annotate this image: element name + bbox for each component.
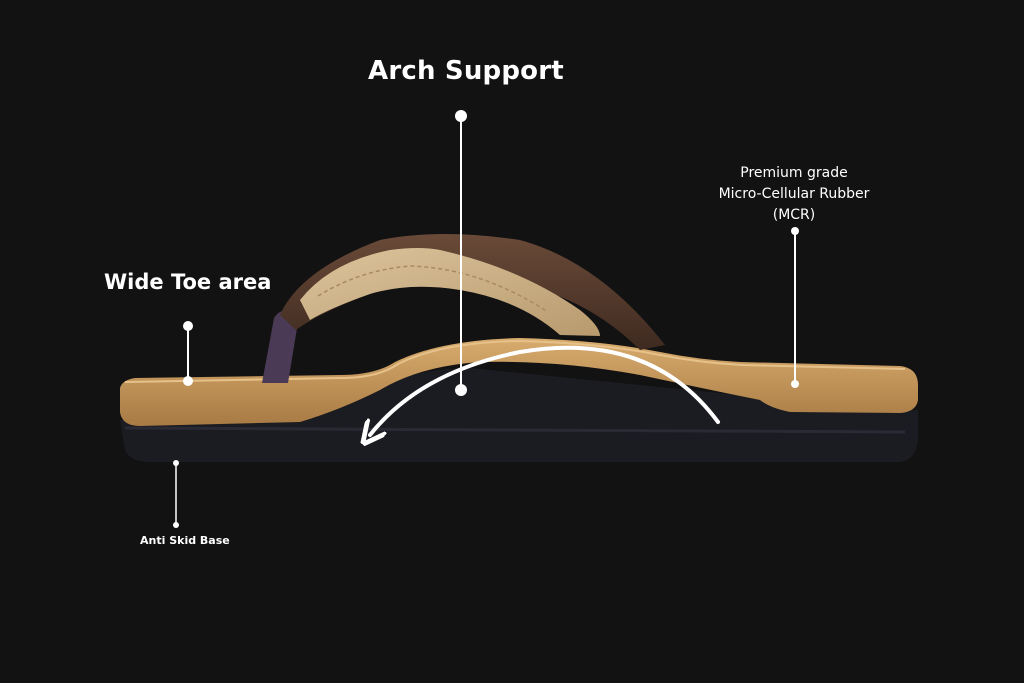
mcr-label-line2: Micro-Cellular Rubber [718, 186, 870, 202]
mcr-label-line1: Premium grade [740, 165, 848, 181]
anti-skid-dot-bottom [173, 522, 179, 528]
arch-arrow [370, 345, 720, 435]
anti-skid-label: Anti Skid Base [140, 534, 230, 547]
mcr-label-line3: (MCR) [772, 207, 816, 223]
arch-support-dot-top [455, 110, 467, 122]
anti-skid-dot-top [173, 460, 179, 466]
wide-toe-label: Wide Toe area [104, 270, 272, 294]
outsole-highlight [124, 426, 906, 434]
outsole [120, 368, 918, 462]
wide-toe-dot-top [183, 321, 193, 331]
arch-support-label: Arch Support [368, 56, 564, 86]
mcr-dot-top [791, 227, 799, 235]
arch-support-dot-bottom [455, 384, 467, 396]
footbed [120, 338, 918, 426]
wide-toe-dot-bottom [183, 376, 193, 386]
strap-beige [300, 248, 600, 336]
toe-post [262, 310, 298, 383]
mcr-dot-bottom [791, 380, 799, 388]
mcr-label: Premium grade Micro-Cellular Rubber (MCR… [690, 163, 898, 226]
footbed-top [124, 339, 906, 383]
